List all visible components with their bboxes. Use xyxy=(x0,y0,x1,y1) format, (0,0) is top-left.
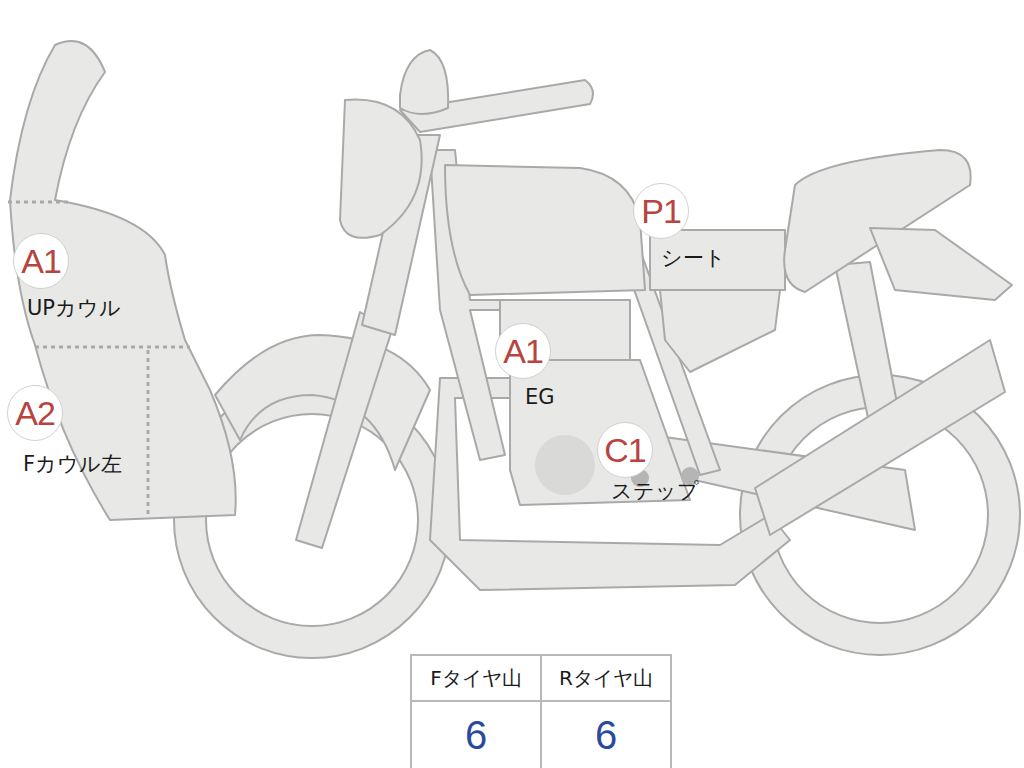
damage-callout: C1ステップ xyxy=(597,422,653,478)
damage-callout: A1UPカウル xyxy=(13,233,69,289)
callout-code: A1 xyxy=(495,323,551,379)
table-cell: Fタイヤ山 xyxy=(411,655,541,701)
part-name: UPカウル xyxy=(27,297,121,320)
table-cell: 6 xyxy=(541,701,671,768)
table-header: Fタイヤ山 xyxy=(430,666,522,690)
part-name: EG xyxy=(525,386,555,409)
part-name: Fカウル左 xyxy=(23,453,122,476)
table-cell: 6 xyxy=(411,701,541,768)
table-cell: Rタイヤ山 xyxy=(541,655,671,701)
part-name: シート xyxy=(661,247,726,270)
damage-callout: P1シート xyxy=(633,183,689,239)
tyre-table: Fタイヤ山 Rタイヤ山 6 6 xyxy=(410,654,672,768)
callout-code: A1 xyxy=(13,233,69,289)
callout-code: P1 xyxy=(633,183,689,239)
tread-depth: 6 xyxy=(465,713,487,757)
damage-callout: A1EG xyxy=(495,323,551,379)
callout-code: A2 xyxy=(7,385,63,441)
damage-callout: A2Fカウル左 xyxy=(7,385,63,441)
table-header: Rタイヤ山 xyxy=(559,666,653,690)
callout-code: C1 xyxy=(597,422,653,478)
part-name: ステップ xyxy=(611,480,699,503)
tread-depth: 6 xyxy=(595,713,617,757)
